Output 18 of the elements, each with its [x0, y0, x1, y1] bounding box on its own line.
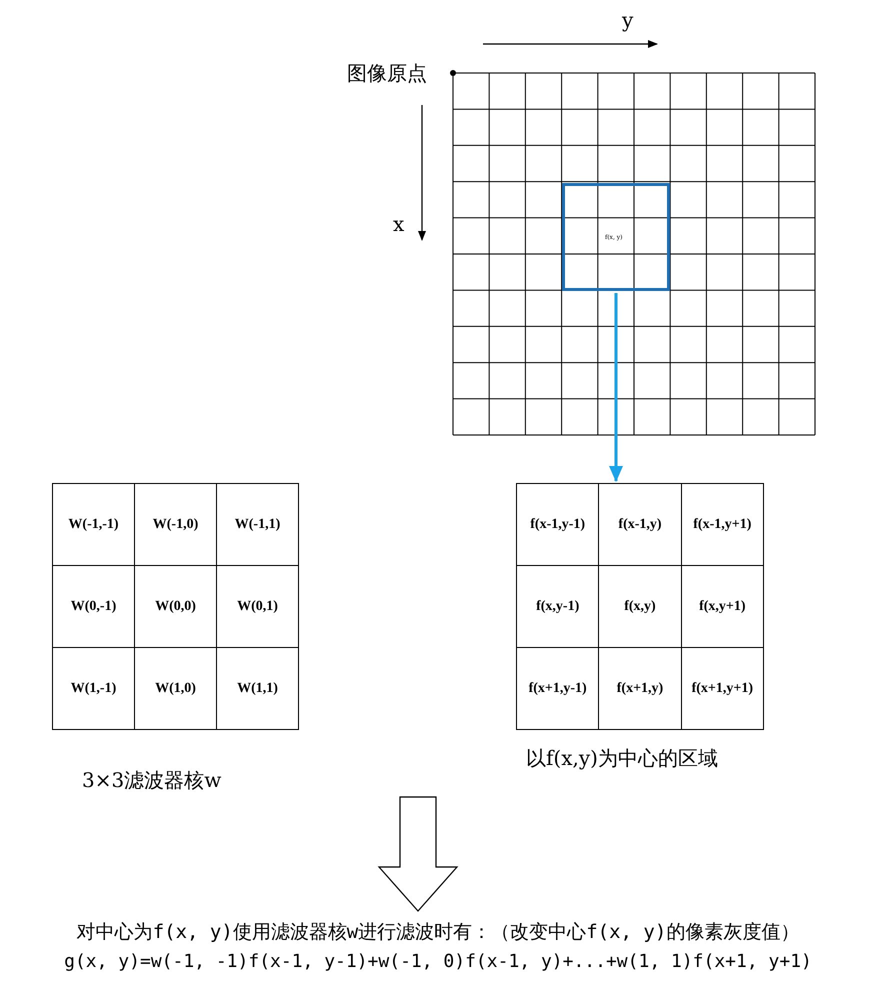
grid-cell: W(1,1): [216, 647, 299, 730]
grid-cell: W(-1,1): [216, 483, 299, 566]
grid-cell: W(-1,-1): [52, 483, 135, 566]
grid-cell: f(x+1,y+1): [680, 647, 764, 730]
grid-cell: f(x-1,y-1): [516, 483, 600, 566]
grid-cell: f(x+1,y-1): [516, 647, 600, 730]
origin-label: 图像原点: [347, 60, 427, 87]
grid-caption: 3×3滤波器核w: [82, 767, 222, 794]
grid-cell: W(1,-1): [52, 647, 135, 730]
axis-label: y: [622, 8, 634, 32]
arrow: [609, 293, 623, 482]
arrow: [378, 796, 458, 912]
grid-cell: f(x-1,y+1): [680, 483, 764, 566]
formula-line: g(x, y)=w(-1, -1)f(x-1, y-1)+w(-1, 0)f(x-1, y)+...+w(1, 1)f(x+1, y+1): [64, 950, 812, 974]
grid-caption: 以f(x,y)为中心的区域: [526, 745, 718, 772]
axis-label: x: [393, 212, 404, 236]
formula-line: 对中心为f(x, y)使用滤波器核w进行滤波时有：（改变中心f(x, y)的像素灰度值）: [76, 920, 800, 945]
sliding-window: [562, 183, 670, 291]
